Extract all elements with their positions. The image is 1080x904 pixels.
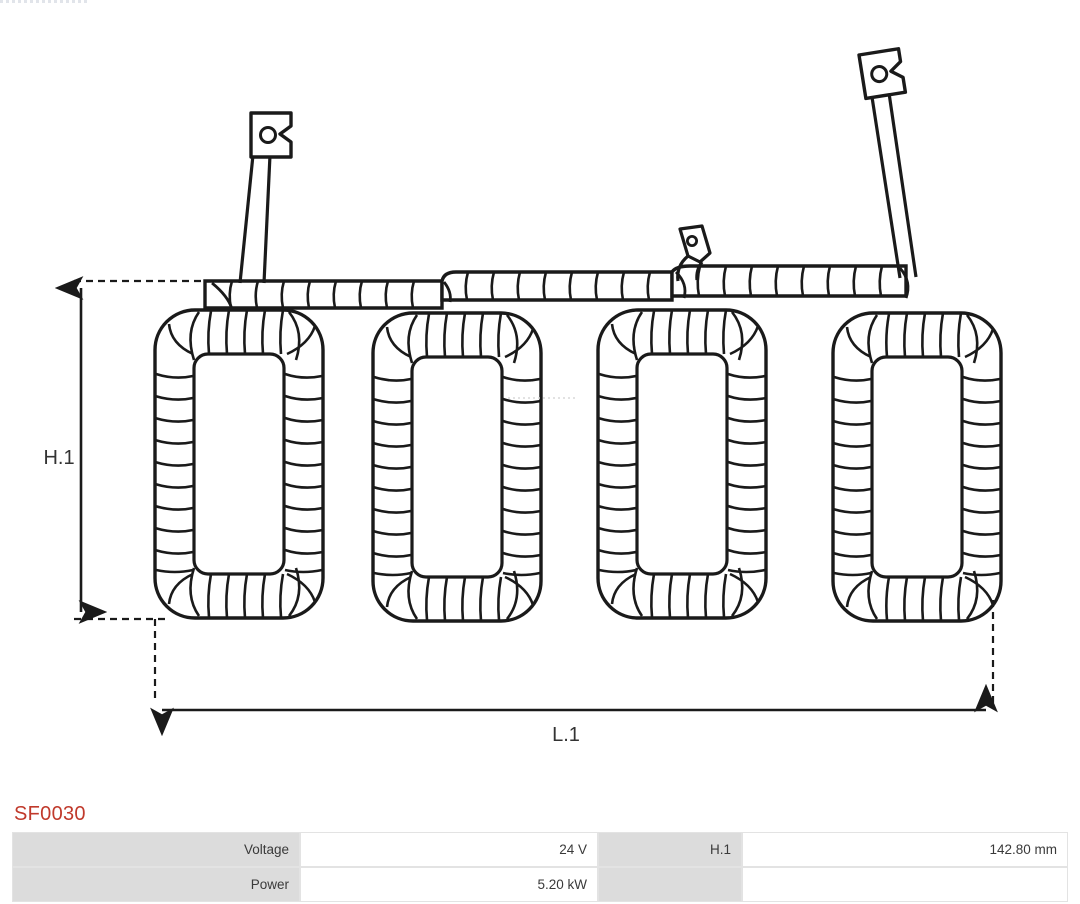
dimension-h1-label: H.1 [43,447,74,469]
coil-3 [596,308,768,620]
terminal-tab-middle [676,224,712,282]
dimension-h1: H.1 [43,276,232,624]
terminal-lug-right [857,47,908,101]
spec-label-empty [598,867,742,902]
spec-label-power: Power [12,867,300,902]
part-number: SF0030 [14,803,86,825]
spec-label-h1: H.1 [598,832,742,867]
dimension-l1: L.1 [150,600,998,746]
coil-1 [153,308,325,620]
field-coil-diagram: H.1 L.1 [43,47,1003,746]
table-row: Power 5.20 kW [12,867,1068,902]
table-row: Voltage 24 V H.1 142.80 mm [12,832,1068,867]
spec-value-h1: 142.80 mm [742,832,1068,867]
technical-drawing: H.1 L.1 [43,47,1003,746]
coil-2 [371,311,543,623]
terminal-lead-right [870,92,918,279]
coil-4 [831,311,1003,623]
spec-label-voltage: Voltage [12,832,300,867]
spec-value-voltage: 24 V [300,832,598,867]
specifications-table: Voltage 24 V H.1 142.80 mm Power 5.20 kW [12,832,1068,902]
top-edge-artifact [0,0,88,3]
terminal-lug-left [249,111,293,159]
spec-value-empty [742,867,1068,902]
connecting-bus-bar [203,264,910,310]
spec-value-power: 5.20 kW [300,867,598,902]
terminal-lead-left [238,154,272,284]
dimension-l1-label: L.1 [552,724,580,746]
